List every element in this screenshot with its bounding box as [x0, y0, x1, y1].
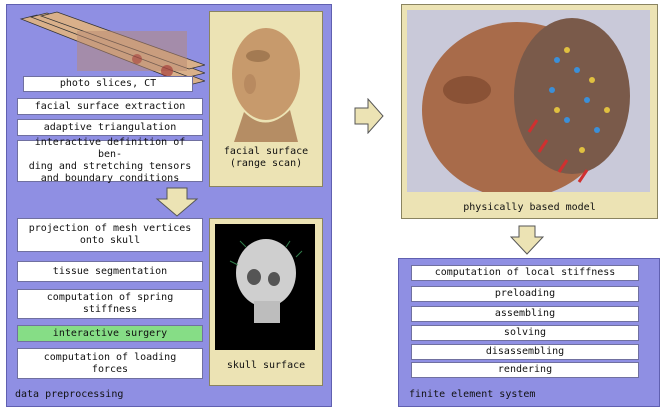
step-loading-forces: computation of loading forces	[17, 348, 203, 379]
step-photo-slices: photo slices, CT	[23, 76, 193, 92]
physical-model-frame: physically based model	[401, 4, 658, 219]
finite-element-panel: computation of local stiffness preloadin…	[398, 258, 660, 407]
step-tissue-segmentation: tissue segmentation	[17, 261, 203, 282]
skull-caption: skull surface	[210, 360, 322, 371]
facial-surface-frame: facial surface (range scan)	[209, 11, 323, 187]
down-arrow-icon	[155, 187, 199, 217]
finite-element-caption: finite element system	[409, 389, 535, 400]
step-assembling: assembling	[411, 306, 639, 322]
face-caption: facial surface (range scan)	[210, 146, 322, 170]
step-adaptive-triangulation: adaptive triangulation	[17, 119, 203, 136]
step-solving: solving	[411, 325, 639, 341]
skull-surface-frame: skull surface	[209, 218, 323, 386]
step-facial-surface-extraction: facial surface extraction	[17, 98, 203, 115]
step-preloading: preloading	[411, 286, 639, 302]
skull-image	[210, 221, 322, 351]
physical-model-image	[407, 10, 650, 192]
step-projection-mesh: projection of mesh vertices onto skull	[17, 218, 203, 252]
data-preprocessing-panel: photo slices, CT facial surface extracti…	[6, 4, 332, 407]
step-interactive-definition: interactive definition of ben- ding and …	[17, 140, 203, 182]
step-rendering: rendering	[411, 362, 639, 378]
step-spring-stiffness: computation of spring stiffness	[17, 289, 203, 319]
data-preprocessing-caption: data preprocessing	[15, 389, 123, 400]
right-arrow-icon	[354, 98, 384, 134]
step-disassembling: disassembling	[411, 344, 639, 360]
physical-model-caption: physically based model	[402, 202, 657, 213]
step-interactive-surgery: interactive surgery	[17, 325, 203, 342]
down-arrow-icon	[510, 225, 544, 255]
step-local-stiffness: computation of local stiffness	[411, 265, 639, 281]
face-scan-image	[210, 14, 322, 144]
